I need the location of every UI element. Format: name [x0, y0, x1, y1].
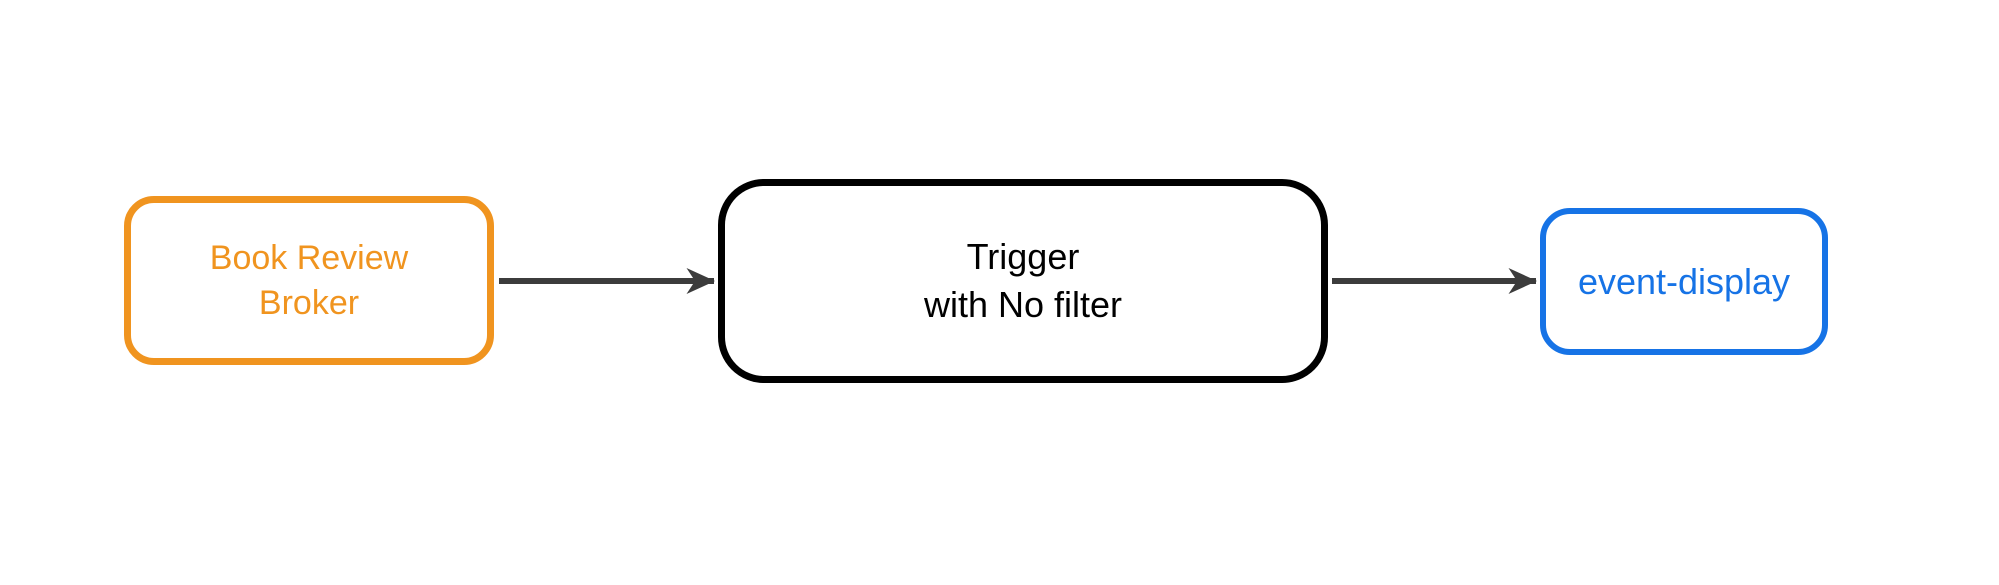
broker-label-line1: Book Review [209, 238, 409, 277]
trigger-label-line1: Trigger [966, 236, 1080, 278]
node-book-review-broker-label: Book Review Broker [200, 236, 418, 326]
broker-label-line2: Broker [258, 283, 360, 322]
event-display-label: event-display [1577, 260, 1791, 302]
node-trigger-no-filter: Trigger with No filter [718, 179, 1328, 383]
node-event-display: event-display [1540, 208, 1828, 355]
node-book-review-broker: Book Review Broker [124, 196, 494, 365]
node-trigger-no-filter-label: Trigger with No filter [914, 233, 1132, 328]
node-event-display-label: event-display [1568, 258, 1800, 306]
trigger-label-line2: with No filter [923, 284, 1123, 325]
